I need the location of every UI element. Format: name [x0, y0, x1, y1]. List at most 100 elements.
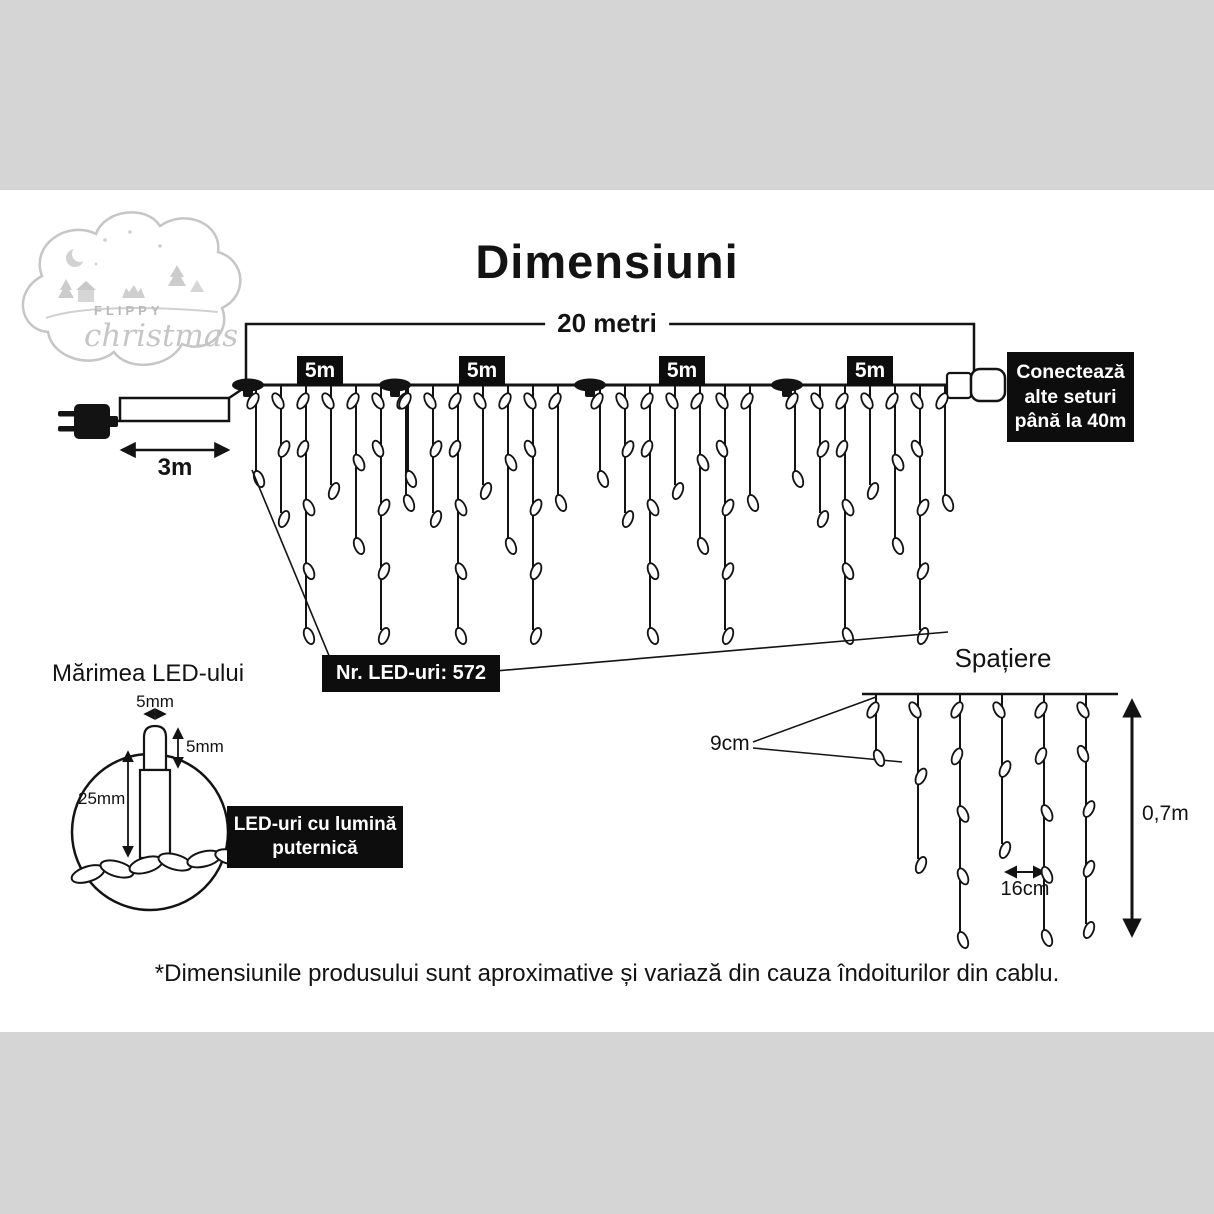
icicle-strand — [271, 385, 291, 528]
icicle-strand — [398, 385, 418, 488]
led-bulb — [1034, 747, 1048, 765]
leader-line — [752, 696, 877, 743]
total-length-label: 20 metri — [545, 308, 669, 339]
led-bulb — [916, 498, 930, 517]
led-bulb — [640, 439, 654, 458]
led-bulb — [835, 439, 849, 458]
led-bulb — [721, 562, 735, 581]
led-bulb — [246, 392, 260, 410]
led-bulb — [296, 392, 310, 410]
led-bulb — [715, 392, 729, 410]
star-dot — [103, 238, 107, 242]
icicle-strand — [321, 385, 341, 500]
connector-plug — [969, 367, 1007, 403]
led-bulb — [908, 701, 922, 719]
led-bulb — [371, 439, 385, 458]
icicle-strand — [908, 694, 928, 874]
icicle-strand — [885, 385, 905, 555]
led-bulb — [956, 931, 970, 949]
lead-length-label: 3m — [157, 454, 193, 481]
segment-length-badge: 5m — [659, 356, 705, 386]
led-bulb — [1040, 804, 1054, 822]
led-bulb — [941, 494, 955, 512]
led-bulb — [696, 453, 710, 472]
icicle-strand — [423, 385, 443, 528]
led-bulb — [998, 760, 1012, 778]
strand-gap-label: 16cm — [1000, 878, 1050, 900]
led-bulb — [404, 470, 418, 488]
deer-icon — [122, 285, 145, 298]
connector-clip — [574, 378, 606, 392]
led-bulb — [371, 392, 385, 410]
end-connector-icon — [945, 367, 1007, 403]
icicle-strand — [935, 385, 955, 512]
led-bulb — [473, 392, 487, 410]
led-bulb — [277, 510, 291, 528]
connector-tab — [243, 389, 253, 397]
plug-body — [74, 404, 110, 439]
power-plug-icon — [58, 404, 118, 439]
led-bulb — [816, 510, 830, 528]
icicle-strand — [910, 385, 930, 645]
led-bulb — [321, 392, 335, 410]
led-bulb — [554, 494, 568, 512]
leader-line — [483, 631, 949, 673]
led-bulb — [910, 392, 924, 410]
led-bulb — [956, 805, 970, 823]
icicle-strand — [740, 385, 760, 512]
led-bulb — [1082, 921, 1096, 939]
led-body — [138, 768, 172, 860]
moon-crescent-cutout — [72, 246, 88, 262]
led-bulb — [1082, 800, 1096, 818]
led-bulb — [529, 627, 543, 645]
led-bulb — [548, 392, 562, 410]
led-bulb — [992, 701, 1006, 719]
led-bulb — [646, 627, 660, 645]
icicle-strand — [590, 385, 610, 488]
icicle-strand — [860, 385, 880, 500]
led-bulb — [504, 453, 518, 472]
led-bulb — [1040, 866, 1054, 884]
segment-length-badge: 5m — [459, 356, 505, 386]
led-bulb — [646, 562, 660, 581]
led-bulb — [504, 537, 518, 555]
led-bulb — [523, 439, 537, 458]
icicle-strand — [866, 694, 886, 767]
led-bulb — [377, 627, 391, 645]
spacing-icicle-strands — [866, 694, 1096, 949]
led-bulb — [621, 440, 635, 458]
led-body-length-label: 25mm — [78, 789, 126, 808]
icicle-strand — [690, 385, 710, 555]
led-count-leader-lines — [251, 469, 949, 673]
snow-ground-line — [45, 307, 219, 319]
led-bulb — [671, 482, 685, 500]
led-bulb — [302, 498, 316, 517]
led-bulb — [448, 392, 462, 410]
leader-line — [251, 469, 331, 659]
tree-icon — [58, 279, 74, 298]
icicle-strand — [371, 385, 391, 645]
led-bulb — [891, 453, 905, 472]
led-bulb — [860, 392, 874, 410]
led-bulb — [398, 392, 412, 410]
led-bulb — [615, 392, 629, 410]
led-bulb — [277, 440, 291, 458]
star-dot — [128, 230, 132, 234]
strand-length-label: 0,7m — [1142, 802, 1189, 825]
icicle-strand — [810, 385, 830, 528]
icicle-strand — [498, 385, 518, 555]
led-bulb — [302, 627, 316, 645]
led-bulb — [1076, 701, 1090, 719]
led-bulb — [377, 562, 391, 581]
led-head-width-label: 5mm — [136, 692, 174, 711]
logo-cloud-illustration — [21, 211, 242, 366]
led-bulb — [454, 627, 468, 645]
led-bulb — [885, 392, 899, 410]
disclaimer-text: *Dimensiunile produsului sunt aproximati… — [154, 960, 1060, 987]
led-bulb — [402, 494, 416, 512]
led-bulb — [914, 856, 928, 874]
led-bulb — [665, 392, 679, 410]
star-dot — [158, 244, 162, 248]
led-bulb — [640, 392, 654, 410]
